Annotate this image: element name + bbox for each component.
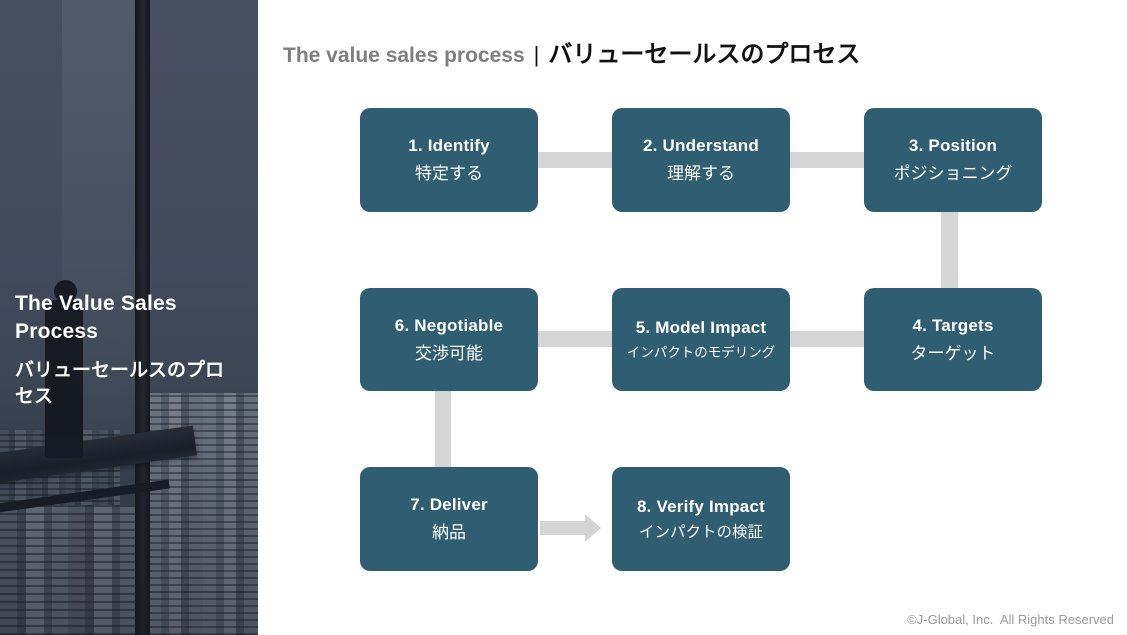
step-label-en: 5. Model Impact (635, 318, 767, 337)
step-label-ja: インパクトの検証 (638, 523, 763, 541)
slide-title-en: The value sales process (283, 44, 525, 67)
connector-step7-step8-arrow-head-icon (585, 514, 601, 542)
copyright-notice: ©J-Global, Inc. All Rights Reserved (907, 612, 1114, 627)
step-label-ja: 特定する (415, 164, 483, 183)
step-label-ja: 理解する (667, 164, 735, 183)
sidebar-photo-panel: The Value Sales Process バリューセールスのプロセス (0, 0, 258, 635)
step-label-ja: インパクトのモデリング (626, 345, 776, 360)
sidebar-title-block: The Value Sales Process バリューセールスのプロセス (15, 290, 233, 411)
step-label-ja: 交渉可能 (415, 343, 483, 363)
process-step-2-understand: 2. Understand 理解する (612, 108, 790, 212)
step-label-en: 1. Identify (408, 136, 490, 155)
step-label-ja: ターゲット (910, 343, 996, 363)
process-step-7-deliver: 7. Deliver 納品 (360, 467, 538, 571)
slide-title-separator: | (533, 42, 540, 67)
connector-step2-step3 (790, 152, 864, 168)
step-label-en: 2. Understand (643, 136, 759, 155)
slide-title-ja: バリューセールスのプロセス (548, 41, 861, 68)
connector-step5-step4 (790, 331, 864, 347)
step-label-en: 6. Negotiable (394, 315, 504, 335)
step-label-en: 8. Verify Impact (637, 496, 765, 516)
process-step-5-model-impact: 5. Model Impact インパクトのモデリング (612, 288, 790, 391)
step-label-en: 3. Position (908, 136, 998, 155)
sidebar-title-en: The Value Sales Process (15, 292, 177, 343)
process-step-6-negotiable: 6. Negotiable 交渉可能 (360, 288, 538, 391)
connector-step6-step7 (435, 391, 451, 467)
process-step-3-position: 3. Position ポジショニング (864, 108, 1042, 212)
connector-step3-step4 (941, 212, 958, 288)
process-step-8-verify-impact: 8. Verify Impact インパクトの検証 (612, 467, 790, 571)
step-label-ja: 納品 (432, 523, 466, 542)
connector-step1-step2 (538, 152, 612, 168)
process-step-1-identify: 1. Identify 特定する (360, 108, 538, 212)
step-label-en: 4. Targets (912, 315, 994, 335)
photo-dark-overlay (0, 0, 258, 635)
connector-step6-step5 (538, 331, 612, 347)
process-step-4-targets: 4. Targets ターゲット (864, 288, 1042, 391)
slide-title: The value sales process | バリューセールスのプロセス (283, 34, 860, 69)
step-label-en: 7. Deliver (410, 495, 488, 514)
connector-step7-step8-arrow-shaft (540, 521, 586, 535)
step-label-ja: ポジショニング (893, 164, 1013, 183)
sidebar-title-ja: バリューセールスのプロセス (15, 359, 225, 408)
